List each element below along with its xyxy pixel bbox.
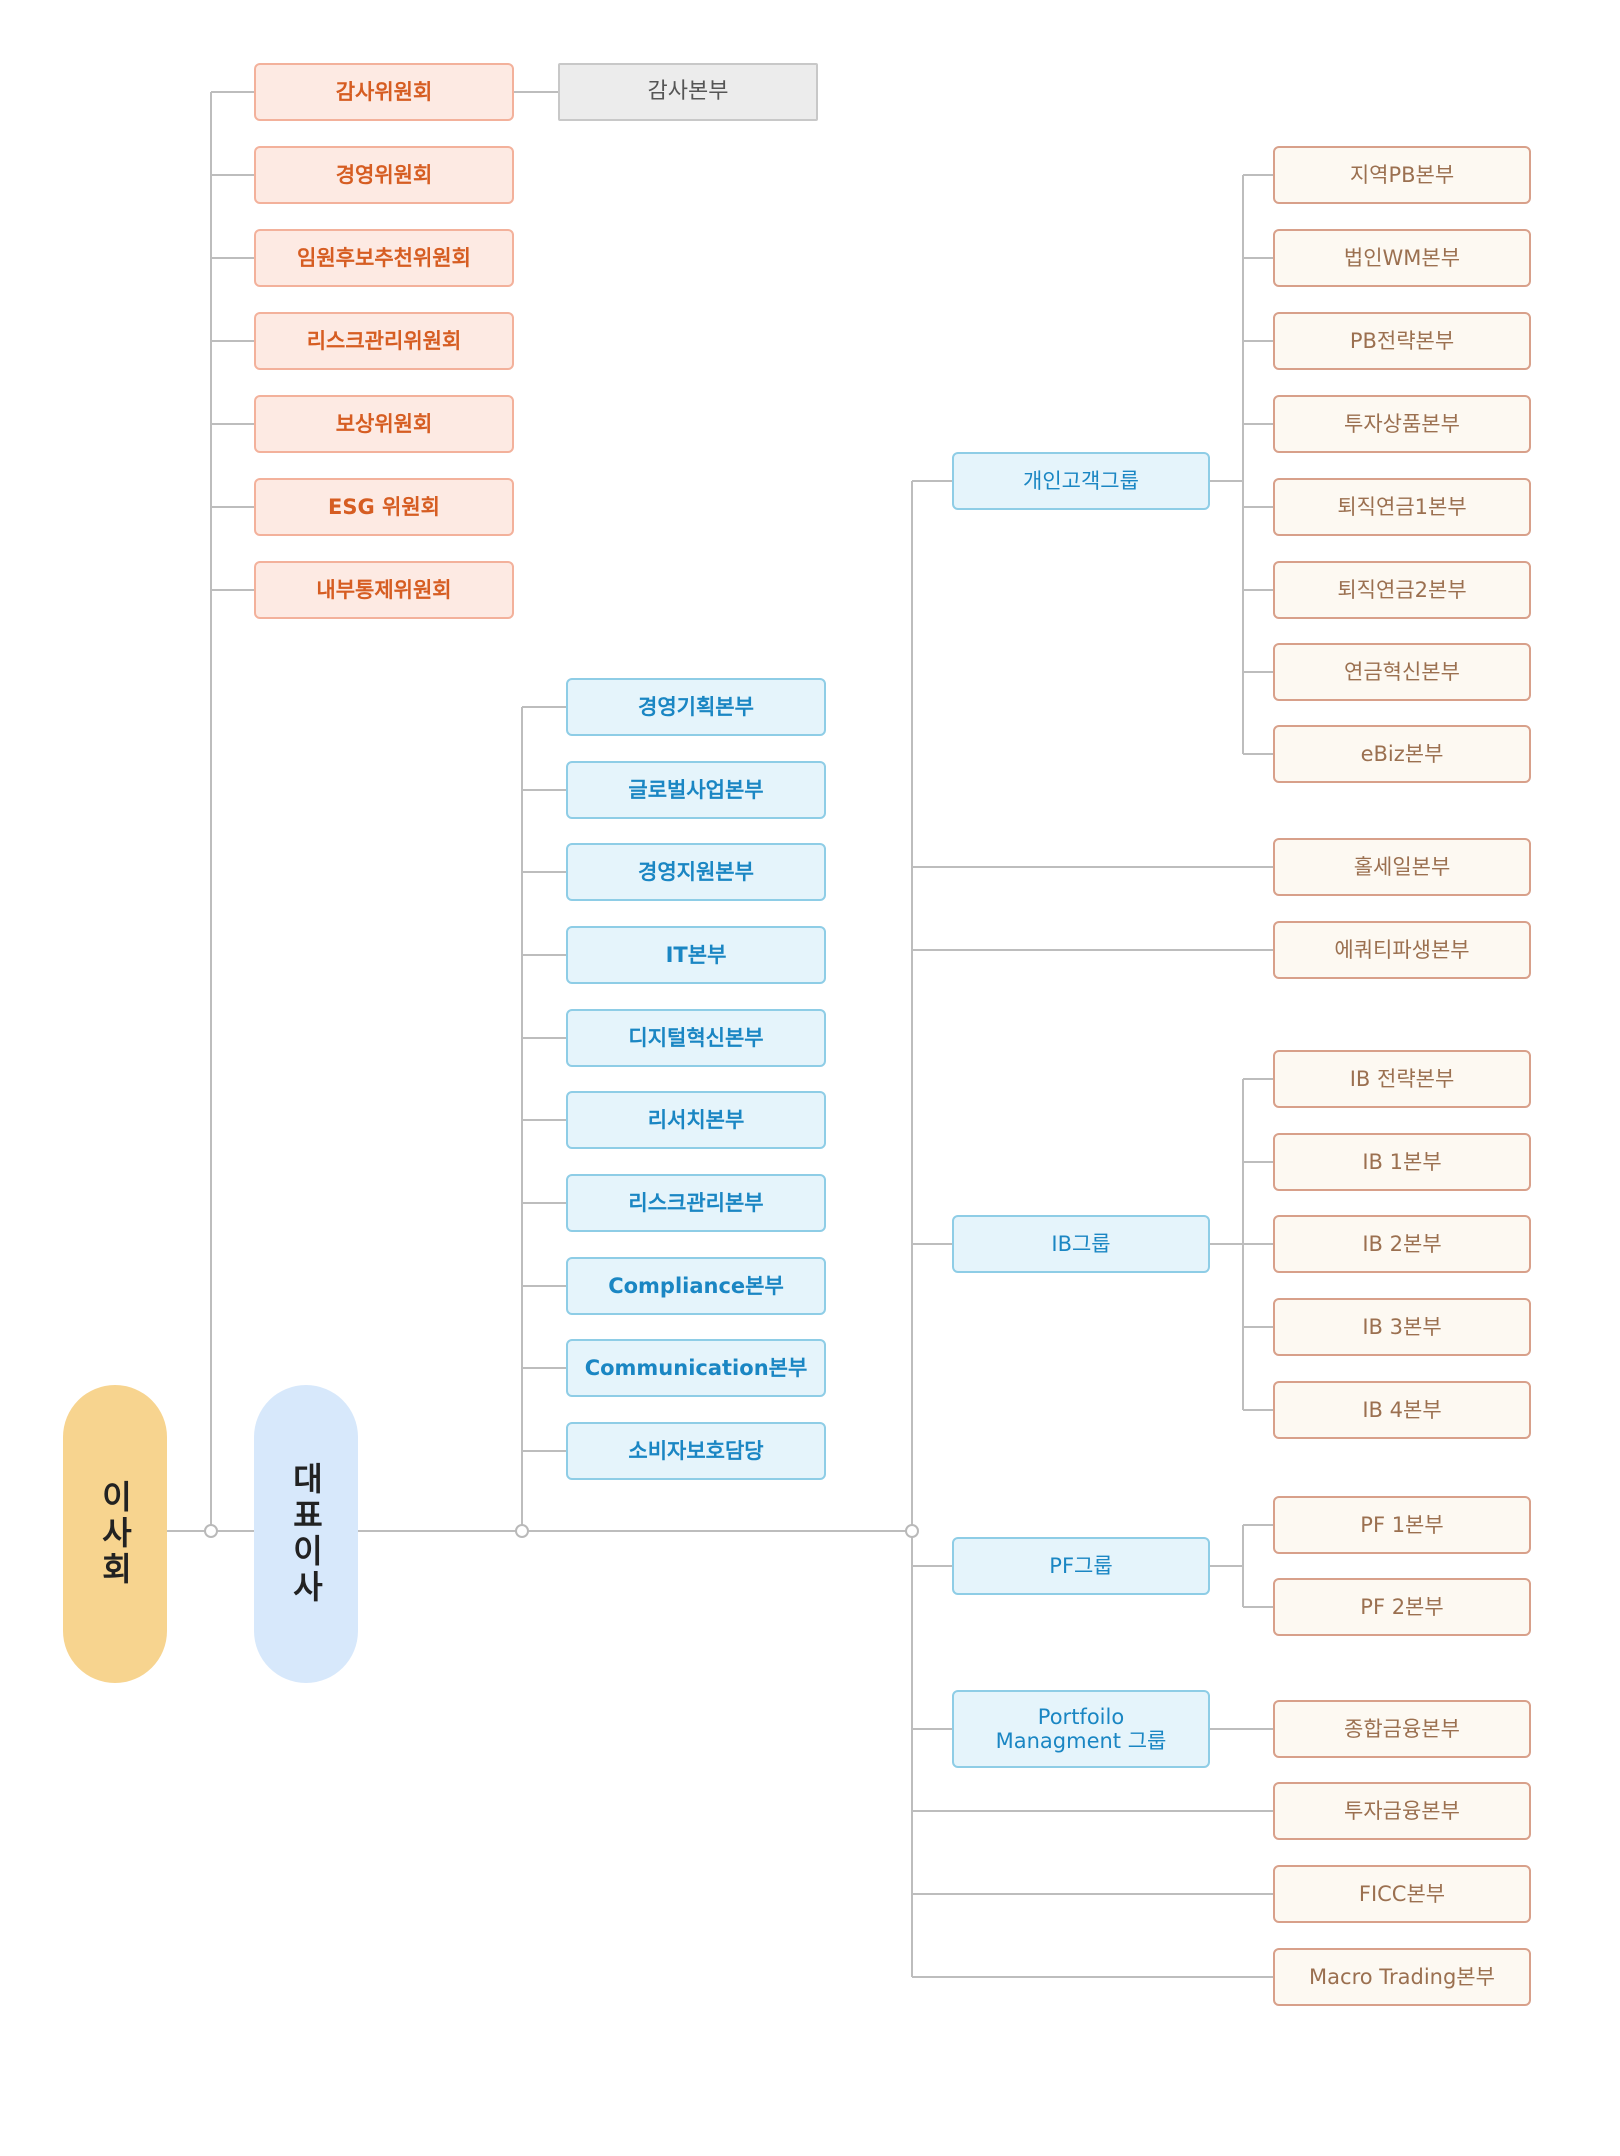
committee-label: 보상위원회 [335, 411, 433, 436]
board-label: 이사회 [96, 1480, 134, 1588]
group-pf: PF그룹 [952, 1537, 1210, 1595]
unit-label: 디지털혁신본부 [628, 1025, 764, 1050]
group-label-line2: Managment 그룹 [995, 1729, 1167, 1753]
junction-dot-ceo [515, 1524, 529, 1538]
committee-label: 경영위원회 [335, 162, 433, 187]
division-label: IB 4본부 [1362, 1397, 1442, 1422]
division-pension-innovation: 연금혁신본부 [1273, 643, 1531, 701]
unit-label: IT본부 [665, 942, 727, 967]
division-ebiz: eBiz본부 [1273, 725, 1531, 783]
division-label: IB 3본부 [1362, 1314, 1442, 1339]
unit-support: 경영지원본부 [566, 843, 826, 901]
division-comprehensive-finance: 종합금융본부 [1273, 1700, 1531, 1758]
division-label: 투자상품본부 [1344, 411, 1460, 436]
ceo-label: 대표이사 [287, 1462, 325, 1606]
committee-label: 감사위원회 [335, 79, 433, 104]
division-label: 지역PB본부 [1349, 162, 1455, 187]
division-label: 에쿼티파생본부 [1334, 937, 1470, 962]
committee-audit: 감사위원회 [254, 63, 514, 121]
committee-internal-control: 내부통제위원회 [254, 561, 514, 619]
division-ib-1: IB 1본부 [1273, 1133, 1531, 1191]
ceo-node: 대표이사 [254, 1385, 358, 1683]
division-label: PF 2본부 [1360, 1594, 1444, 1619]
unit-digital: 디지털혁신본부 [566, 1009, 826, 1067]
junction-dot-board [204, 1524, 218, 1538]
group-portfolio-management: Portfoilo Managment 그룹 [952, 1690, 1210, 1768]
unit-communication: Communication본부 [566, 1339, 826, 1397]
division-ib-3: IB 3본부 [1273, 1298, 1531, 1356]
division-label: 홀세일본부 [1353, 854, 1451, 879]
division-label: PF 1본부 [1360, 1512, 1444, 1537]
unit-risk: 리스크관리본부 [566, 1174, 826, 1232]
board-node: 이사회 [63, 1385, 167, 1683]
division-label: 법인WM본부 [1343, 245, 1461, 270]
unit-label: 리서치본부 [647, 1107, 745, 1132]
division-ib-strategy: IB 전략본부 [1273, 1050, 1531, 1108]
group-label: PF그룹 [1049, 1553, 1113, 1578]
unit-consumer-protection: 소비자보호담당 [566, 1422, 826, 1480]
division-label: FICC본부 [1358, 1881, 1446, 1906]
unit-label: Compliance본부 [608, 1273, 784, 1298]
division-label: 퇴직연금1본부 [1337, 494, 1467, 519]
committee-management: 경영위원회 [254, 146, 514, 204]
unit-global: 글로벌사업본부 [566, 761, 826, 819]
division-ficc: FICC본부 [1273, 1865, 1531, 1923]
division-macro-trading: Macro Trading본부 [1273, 1948, 1531, 2006]
division-pension-2: 퇴직연금2본부 [1273, 561, 1531, 619]
group-label-line1: Portfoilo [1037, 1704, 1125, 1729]
unit-label: 경영지원본부 [638, 859, 754, 884]
unit-label: 리스크관리본부 [628, 1190, 764, 1215]
committee-compensation: 보상위원회 [254, 395, 514, 453]
committee-label: 리스크관리위원회 [306, 328, 462, 353]
division-investment-products: 투자상품본부 [1273, 395, 1531, 453]
committee-label: 임원후보추천위원회 [297, 245, 471, 270]
unit-compliance: Compliance본부 [566, 1257, 826, 1315]
division-label: IB 전략본부 [1349, 1066, 1455, 1091]
committee-risk: 리스크관리위원회 [254, 312, 514, 370]
group-ib: IB그룹 [952, 1215, 1210, 1273]
division-label: eBiz본부 [1360, 741, 1444, 766]
division-label: 투자금융본부 [1344, 1798, 1460, 1823]
division-equity-derivatives: 에쿼티파생본부 [1273, 921, 1531, 979]
group-label: 개인고객그룹 [1023, 468, 1139, 493]
division-label: PB전략본부 [1349, 328, 1455, 353]
division-pension-1: 퇴직연금1본부 [1273, 478, 1531, 536]
audit-headquarters: 감사본부 [558, 63, 818, 121]
division-regional-pb: 지역PB본부 [1273, 146, 1531, 204]
committee-label: ESG 위원회 [328, 494, 440, 519]
unit-it: IT본부 [566, 926, 826, 984]
group-label: IB그룹 [1051, 1231, 1111, 1256]
division-label: IB 2본부 [1362, 1231, 1442, 1256]
division-ib-4: IB 4본부 [1273, 1381, 1531, 1439]
division-pb-strategy: PB전략본부 [1273, 312, 1531, 370]
committee-esg: ESG 위원회 [254, 478, 514, 536]
division-label: 연금혁신본부 [1344, 659, 1460, 684]
unit-research: 리서치본부 [566, 1091, 826, 1149]
division-label: 종합금융본부 [1344, 1716, 1460, 1741]
unit-label: 글로벌사업본부 [628, 777, 764, 802]
division-investment-finance: 투자금융본부 [1273, 1782, 1531, 1840]
division-pf-2: PF 2본부 [1273, 1578, 1531, 1636]
committee-label: 내부통제위원회 [316, 577, 452, 602]
unit-label: Communication본부 [584, 1355, 808, 1380]
group-personal: 개인고객그룹 [952, 452, 1210, 510]
audit-hq-label: 감사본부 [647, 79, 729, 105]
division-ib-2: IB 2본부 [1273, 1215, 1531, 1273]
division-label: IB 1본부 [1362, 1149, 1442, 1174]
committee-nomination: 임원후보추천위원회 [254, 229, 514, 287]
division-wholesale: 홀세일본부 [1273, 838, 1531, 896]
unit-label: 소비자보호담당 [628, 1438, 764, 1463]
division-pf-1: PF 1본부 [1273, 1496, 1531, 1554]
unit-label: 경영기획본부 [638, 694, 754, 719]
junction-dot-groups [905, 1524, 919, 1538]
unit-planning: 경영기획본부 [566, 678, 826, 736]
division-label: Macro Trading본부 [1309, 1964, 1495, 1989]
division-corporate-wm: 법인WM본부 [1273, 229, 1531, 287]
division-label: 퇴직연금2본부 [1337, 577, 1467, 602]
